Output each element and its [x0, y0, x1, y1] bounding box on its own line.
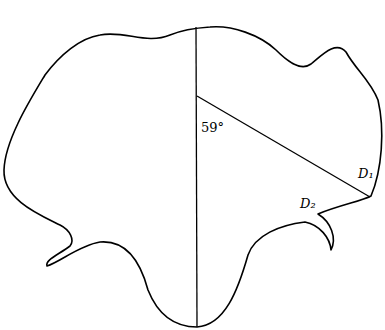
specimen-outline: [4, 27, 382, 327]
point-label: D₂: [300, 197, 316, 210]
angle-value: 59°: [201, 121, 224, 134]
angle-line: [197, 96, 370, 197]
midline: [196, 27, 197, 327]
point-label: D₁: [358, 167, 374, 180]
